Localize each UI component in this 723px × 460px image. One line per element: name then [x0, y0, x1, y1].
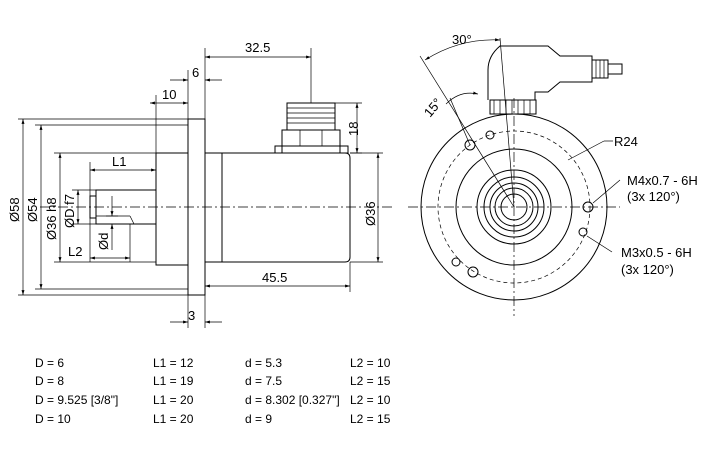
bolt-circle — [437, 130, 591, 284]
table-cell-L1: L1 = 12 — [153, 356, 194, 370]
table-cell-d: d = 9 — [245, 412, 273, 426]
table-cell-d: d = 8.302 [0.327"] — [245, 393, 340, 407]
dim-3: 3 — [188, 308, 195, 323]
table-cell-L1: L1 = 20 — [153, 393, 194, 407]
table-cell-D: D = 10 — [35, 412, 71, 426]
table-cell-D: D = 6 — [35, 356, 65, 370]
dim-36: Ø36 — [363, 201, 378, 226]
label-r24: R24 — [614, 134, 638, 149]
label-m3-count: (3x 120°) — [621, 262, 674, 277]
dim-54: Ø54 — [25, 197, 40, 222]
dim-58: Ø58 — [7, 197, 22, 222]
m3-hole — [485, 130, 495, 140]
front-connector — [487, 45, 623, 115]
dim-L1: L1 — [112, 154, 126, 169]
table-cell-d: d = 7.5 — [245, 374, 283, 388]
m4-hole — [582, 201, 594, 213]
angle-15: 15° — [421, 95, 445, 120]
table-cell-L2: L2 = 10 — [350, 356, 391, 370]
label-m3: M3x0.5 - 6H — [621, 245, 692, 260]
table-cell-d: d = 5.3 — [245, 356, 283, 370]
dim-45-5: 45.5 — [262, 270, 287, 285]
body-circle — [455, 148, 573, 266]
table-cell-L1: L1 = 20 — [153, 412, 194, 426]
table-cell-D: D = 8 — [35, 374, 65, 388]
dim-10: 10 — [162, 87, 176, 102]
table-cell-L2: L2 = 15 — [350, 412, 391, 426]
connector — [274, 102, 349, 154]
m4-hole — [467, 266, 479, 278]
encoder-body — [205, 152, 351, 263]
table-cell-D: D = 9.525 [3/8"] — [35, 393, 119, 407]
dim-d: Ød — [96, 233, 111, 250]
dim-L2: L2 — [68, 244, 82, 259]
table-cell-L2: L2 = 15 — [350, 374, 391, 388]
table-cell-L2: L2 = 10 — [350, 393, 391, 407]
label-m4: M4x0.7 - 6H — [627, 173, 698, 188]
dim-18: 18 — [346, 122, 361, 136]
label-m4-count: (3x 120°) — [627, 189, 680, 204]
dim-36-h8: Ø36 h8 — [44, 197, 59, 240]
dim-32-5: 32.5 — [245, 40, 270, 55]
table-cell-L1: L1 = 19 — [153, 374, 194, 388]
angle-30: 30° — [452, 32, 472, 47]
front-view: 30° 15° R24 M4x0.7 - 6H (3x 120°) M3x0.5… — [408, 32, 698, 316]
m3-hole — [578, 227, 588, 237]
dim-6: 6 — [192, 65, 199, 80]
shaft-circle — [500, 193, 528, 221]
side-view: 32.5 6 10 18 Ø58 Ø54 Ø36 h8 ØD f7 — [7, 40, 395, 328]
pilot-circle — [476, 169, 552, 245]
flange-pilot — [155, 152, 189, 266]
m3-hole — [451, 257, 461, 267]
dim-D-f7: ØD f7 — [62, 194, 77, 228]
